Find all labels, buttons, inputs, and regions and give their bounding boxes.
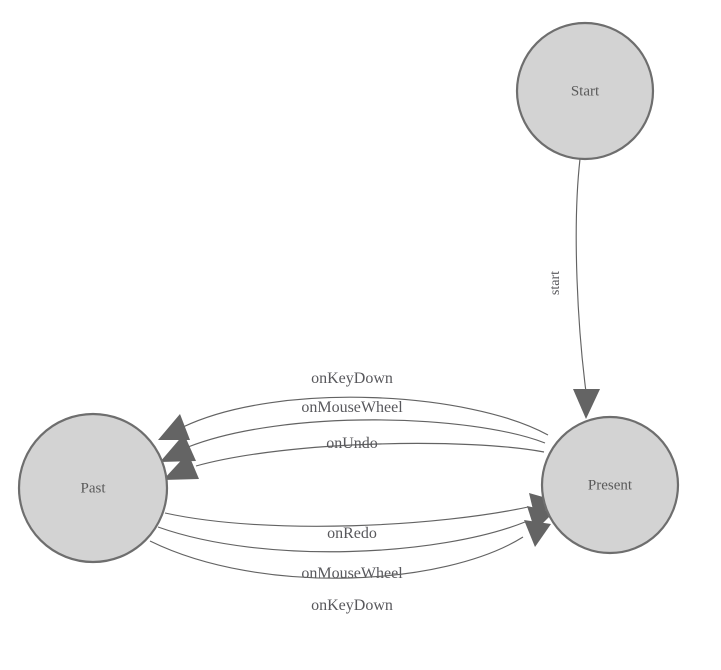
node-present-label: Present <box>588 477 633 493</box>
edge-start-to-present[interactable]: start <box>548 158 600 419</box>
edge-path-present-past-3 <box>195 442 545 467</box>
edge-path-past-present-1 <box>164 506 529 527</box>
arrowhead-present-past-3 <box>163 453 199 480</box>
node-start[interactable]: Start <box>515 21 655 161</box>
edge-label-past-present-1: onRedo <box>327 525 377 542</box>
edge-path-start-present <box>575 158 587 393</box>
edge-label-start: start <box>548 271 563 295</box>
node-past[interactable]: Past <box>17 412 169 564</box>
edge-label-present-past-2: onMouseWheel <box>301 399 403 416</box>
edge-past-to-present-onmousewheel[interactable]: onMouseWheel <box>157 506 554 582</box>
edge-label-present-past-3: onUndo <box>326 435 378 452</box>
edge-path-present-past-1 <box>182 396 549 436</box>
edge-path-past-present-2 <box>157 521 526 553</box>
edge-present-to-past-onkeydown[interactable]: onKeyDown <box>158 370 549 440</box>
node-start-circle <box>515 21 655 161</box>
arrowhead-past-present-3 <box>524 520 551 547</box>
node-present[interactable]: Present <box>540 415 680 555</box>
node-start-label: Start <box>571 83 600 99</box>
edge-present-to-past-onundo[interactable]: onUndo <box>163 435 545 480</box>
edge-present-to-past-onmousewheel[interactable]: onMouseWheel <box>160 399 546 462</box>
node-past-circle <box>17 412 169 564</box>
node-past-label: Past <box>80 480 106 496</box>
edge-past-to-present-onredo[interactable]: onRedo <box>164 493 557 542</box>
edge-label-past-present-2: onMouseWheel <box>301 565 403 582</box>
edge-label-present-past-1: onKeyDown <box>311 370 393 387</box>
edge-path-present-past-2 <box>187 419 546 448</box>
node-present-circle <box>540 415 680 555</box>
arrowhead-present-past-1 <box>158 414 190 440</box>
arrowhead-start-present <box>573 389 600 419</box>
edge-path-past-present-3 <box>149 536 524 579</box>
edge-label-past-present-3: onKeyDown <box>311 597 393 614</box>
edge-past-to-present-onkeydown[interactable]: onKeyDown <box>149 520 551 614</box>
